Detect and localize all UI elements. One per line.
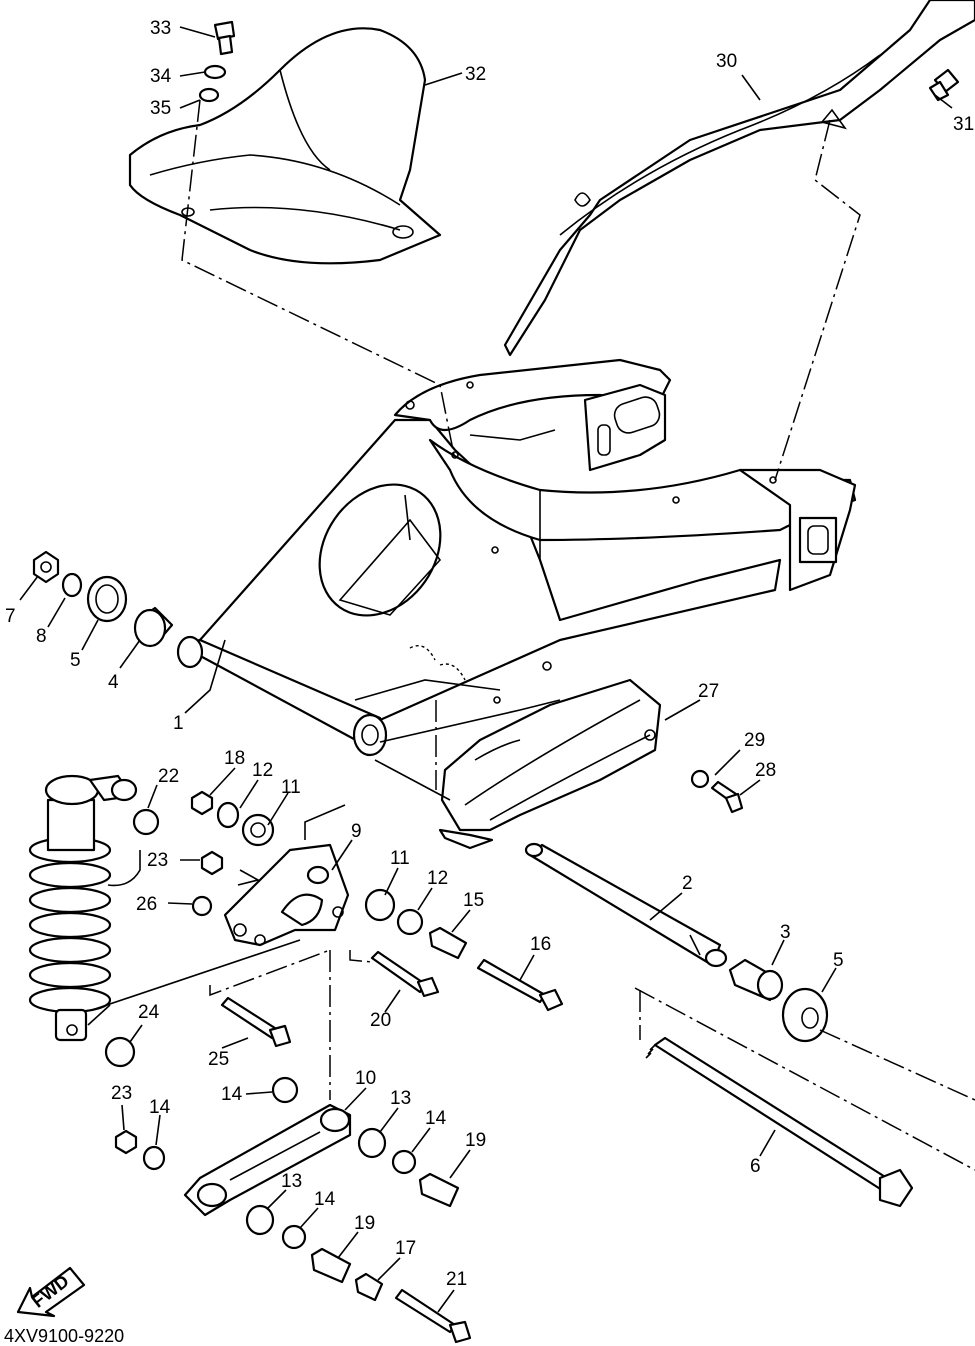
callout-32: 32 (465, 64, 486, 85)
callout-9: 9 (351, 821, 362, 842)
callout-14c: 14 (149, 1097, 171, 1118)
callout-14b: 14 (425, 1108, 447, 1129)
callout-11b: 11 (390, 848, 410, 869)
callout-34: 34 (150, 66, 172, 87)
callout-6: 6 (750, 1156, 761, 1177)
callout-16: 16 (530, 934, 551, 955)
callout-17: 17 (395, 1238, 416, 1259)
callout-24: 24 (138, 1002, 160, 1023)
callout-33: 33 (150, 18, 171, 39)
small-parts (32, 20, 960, 1344)
part-code: 4XV9100-9220 (4, 1326, 124, 1346)
callout-7: 7 (5, 606, 16, 627)
rear-axle (645, 1036, 914, 1208)
callout-2: 2 (682, 873, 693, 894)
callout-26: 26 (136, 894, 157, 915)
chain-protector (438, 678, 662, 850)
relay-arm (223, 843, 350, 947)
callout-15: 15 (463, 890, 484, 911)
callout-22: 22 (158, 766, 179, 787)
swingarm (176, 358, 857, 757)
callout-31: 31 (953, 114, 974, 135)
callout-23: 23 (147, 850, 168, 871)
callout-19: 19 (465, 1130, 486, 1151)
callout-25: 25 (208, 1049, 229, 1070)
callout-18: 18 (224, 748, 245, 769)
callout-12: 12 (252, 760, 273, 781)
callout-20: 20 (370, 1010, 391, 1031)
callout-8: 8 (36, 626, 47, 647)
coil-spring (28, 836, 112, 1014)
callout-29: 29 (744, 730, 765, 751)
pivot-shaft (524, 842, 728, 968)
callout-21: 21 (446, 1269, 467, 1290)
callout-10: 10 (355, 1068, 376, 1089)
callout-13b: 13 (281, 1171, 302, 1192)
callout-30: 30 (716, 51, 737, 72)
callout-1: 1 (173, 713, 184, 734)
fwd-arrow: FWD (16, 1266, 86, 1318)
callout-23b: 23 (111, 1083, 132, 1104)
callout-14d: 14 (314, 1189, 336, 1210)
callout-12b: 12 (427, 868, 448, 889)
callout-3: 3 (780, 922, 791, 943)
callout-35: 35 (150, 98, 171, 119)
callout-11: 11 (281, 777, 301, 798)
callout-14: 14 (221, 1084, 243, 1105)
callout-28: 28 (755, 760, 776, 781)
chain-guard (503, 0, 975, 357)
callout-19b: 19 (354, 1213, 375, 1234)
callout-5b: 5 (833, 950, 844, 971)
callout-27: 27 (698, 681, 719, 702)
mud-flap (128, 27, 442, 265)
assembly-lines (87, 99, 975, 1171)
connecting-rod (183, 1103, 352, 1217)
callout-13: 13 (390, 1088, 411, 1109)
callout-4: 4 (108, 672, 119, 693)
callout-5: 5 (70, 650, 81, 671)
rear-shock (28, 774, 138, 1042)
callouts: 33 34 35 32 30 31 7 8 5 4 1 27 29 28 18 … (5, 18, 974, 1290)
leader-lines (19, 26, 953, 1313)
